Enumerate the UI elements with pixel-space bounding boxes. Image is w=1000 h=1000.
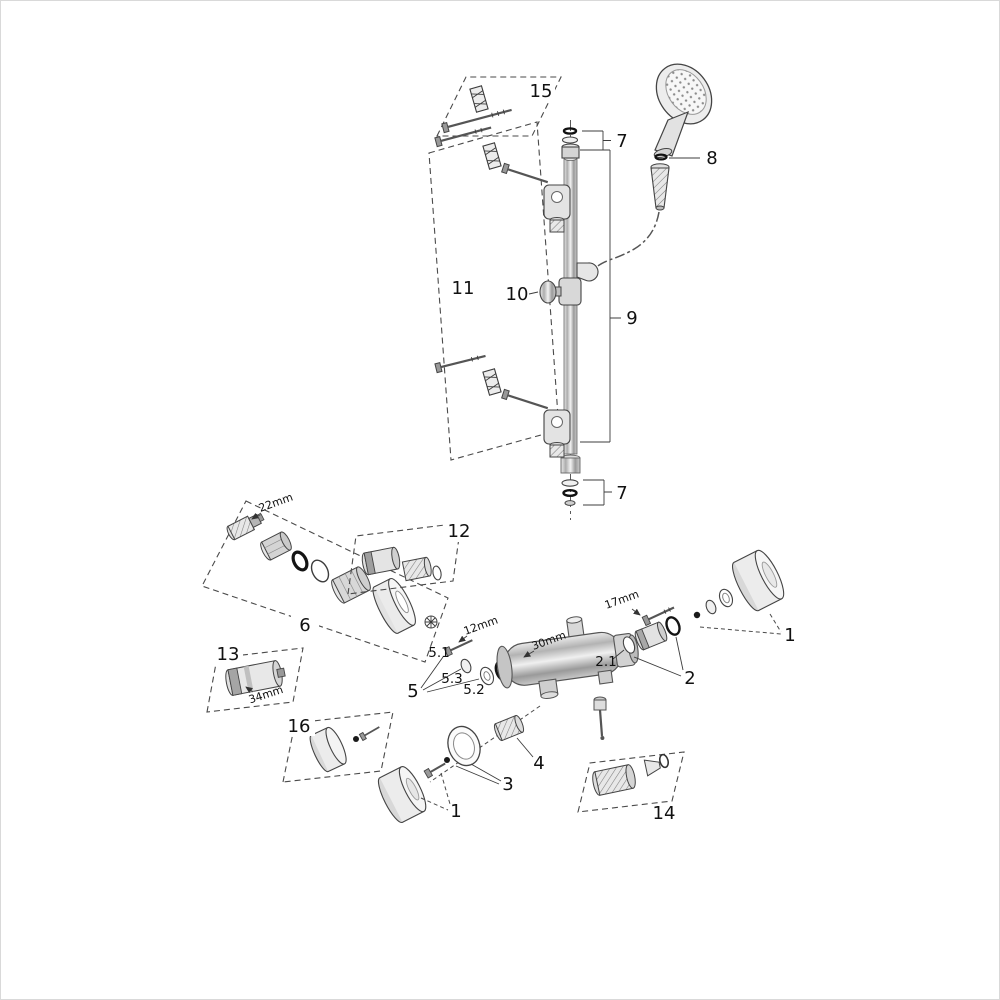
handle-screw [641,606,675,627]
washer [310,559,330,583]
part-label-5: 5 [407,681,418,702]
part-8-oring [654,153,700,161]
part-label-13: 13 [217,644,240,665]
part-10-slider [528,277,582,306]
part-label-9: 9 [626,308,637,329]
part-label-1-right: 1 [784,625,795,646]
part-4-check-valve [493,714,525,742]
washer [705,599,717,615]
part-label-11: 11 [452,278,475,299]
diverter-pin [593,696,607,740]
shower-hose [591,211,660,273]
grub-screw [443,639,473,657]
leader-part-4 [516,737,534,758]
part-label-8: 8 [706,148,717,169]
part-label-2-1: 2.1 [595,654,616,670]
wall-anchor-bottom [482,368,502,396]
mounting-screw-bottom [434,354,486,374]
explosion-axis [429,705,541,783]
o-ring [665,616,681,636]
part-1-right-group [641,549,785,635]
part-1-left-group [377,757,451,824]
part-label-6: 6 [299,615,310,636]
check-valve-body [592,764,636,796]
part-label-2: 2 [684,668,695,689]
part-label-7-bottom: 7 [616,483,627,504]
bracket-screw-bottom [501,388,549,410]
box-part-13 [206,645,304,713]
ring-2-1 [622,636,636,654]
spray-face [665,69,707,115]
part-label-5-1: 5.1 [428,645,449,661]
shower-rail-assembly [560,120,581,520]
part-3-escutcheon [447,725,502,785]
part-7-top-rings [561,127,611,159]
union-nut [260,531,292,561]
splined-seal [424,615,438,629]
part-7-bottom-rings [561,479,612,506]
handle-knob-left [377,766,427,824]
connection-nut [331,566,371,604]
washer-5-3 [460,658,472,674]
part-label-7-top: 7 [616,131,627,152]
callout-labels: 15 7 8 11 10 9 7 12 6 5 5.1 5.3 5.2 2.1 … [217,81,796,824]
hand-shower [653,63,713,159]
cap-screw [358,726,380,742]
box-part-12 [347,522,474,595]
handle-knob-right [732,549,785,612]
screw-plug [353,736,359,742]
bracket-screw-top [501,162,549,184]
part-label-5-2: 5.2 [463,682,484,698]
wall-anchor-icon [469,85,489,113]
part-9-bracket [580,149,621,443]
part-label-15: 15 [530,81,553,102]
slider-holder-hook [576,262,599,282]
threaded-bushing [401,556,432,582]
rail-bracket-bottom [543,409,571,458]
part-label-14: 14 [653,803,676,824]
rail-bracket-top [543,184,571,233]
cartridge-end [634,621,668,651]
part-label-10: 10 [506,284,529,305]
thermostat-cartridge [225,660,286,696]
part-label-4: 4 [533,753,544,774]
screw-plug [693,611,701,619]
wall-anchor-top [482,142,502,170]
handle-cap [309,726,347,773]
screw-plug [444,757,450,763]
mounting-screw-top [434,126,492,148]
box-part-14 [577,751,685,823]
part-label-16: 16 [288,716,311,737]
o-ring [291,550,309,572]
part-label-12: 12 [448,521,471,542]
escutcheon-flange [372,577,416,634]
valve-cone [643,759,661,777]
box-part-16 [282,711,394,783]
rail-end-sleeve [560,457,581,474]
part-label-3: 3 [502,774,513,795]
hose-guard [650,163,670,211]
wall-screw-icon [441,108,512,134]
cartridge-bushing [361,546,401,576]
valve-ring [658,753,670,769]
dimension-leaders [245,512,641,694]
box-part-15 [436,76,562,137]
ring [718,588,734,608]
seal-ring [432,565,442,581]
part-label-5-3: 5.3 [441,671,462,687]
part-label-1-left: 1 [450,801,461,822]
part-2-group [612,616,684,677]
handle-screw [423,762,446,779]
